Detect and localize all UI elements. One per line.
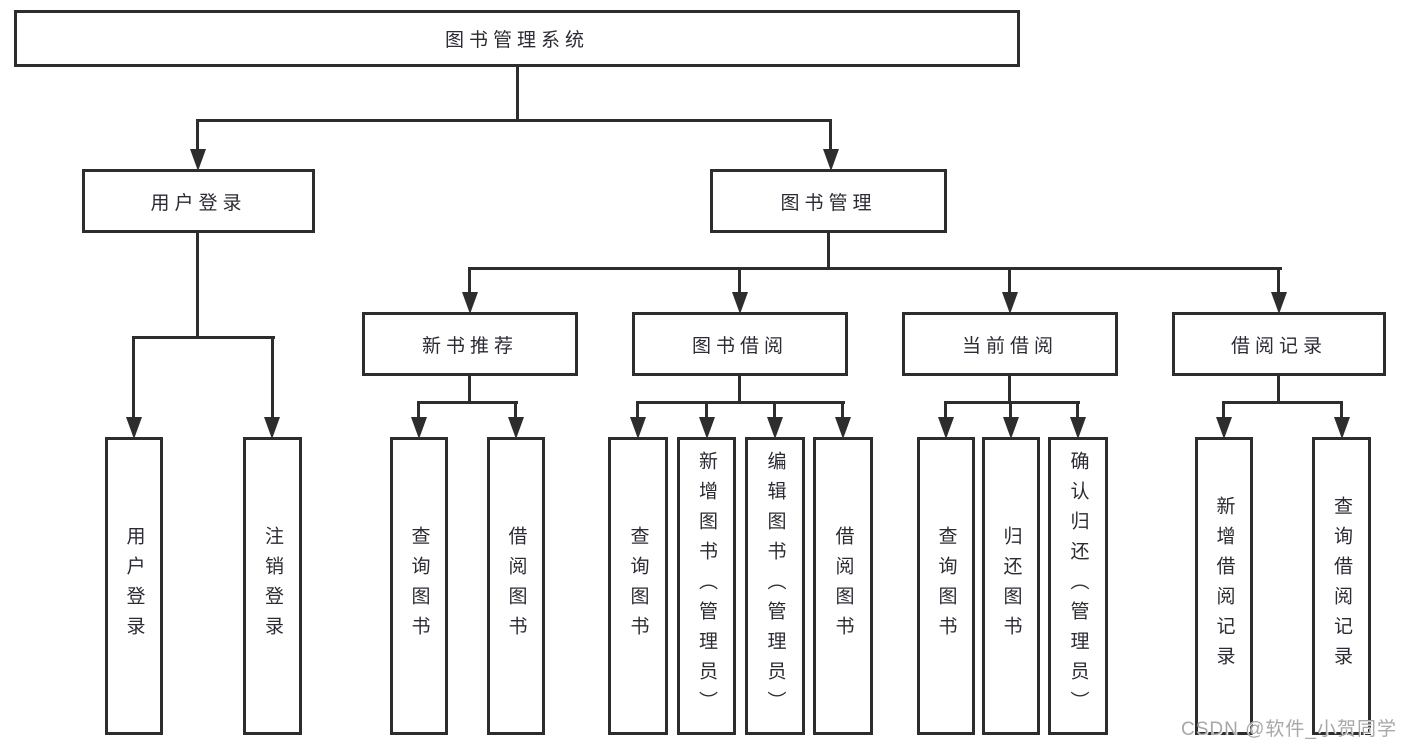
leaf-borrow-books: 借阅图书 <box>487 437 545 735</box>
connector-user-drop-left <box>132 336 135 420</box>
connector-g1-drop-2 <box>705 401 708 420</box>
connector-root-bar <box>196 119 832 122</box>
connector-g0-stem <box>468 376 471 404</box>
node-user-login: 用户登录 <box>82 169 315 233</box>
node-borrow-records: 借阅记录 <box>1172 312 1386 376</box>
leaf-add-borrow-record: 新增借阅记录 <box>1195 437 1253 735</box>
connector-root-drop-right <box>829 119 832 152</box>
connector-book-bar <box>468 267 1282 270</box>
node-book-management: 图书管理 <box>710 169 947 233</box>
leaf-label: 查询图书 <box>935 526 957 646</box>
leaf-user-login: 用户登录 <box>105 437 163 735</box>
leaf-query-books: 查询图书 <box>608 437 668 735</box>
leaf-label: 新增图书（管理员） <box>696 451 717 721</box>
connector-g0-bar <box>417 401 518 404</box>
leaf-query-books: 查询图书 <box>390 437 448 735</box>
connector-book-drop-1 <box>468 267 471 295</box>
arrow-down-icon <box>835 417 851 439</box>
leaf-borrow-books: 借阅图书 <box>813 437 873 735</box>
connector-g1-stem <box>738 376 741 404</box>
arrow-down-icon <box>411 417 427 439</box>
leaf-logout: 注销登录 <box>243 437 302 735</box>
leaf-confirm-return-admin: 确认归还（管理员） <box>1048 437 1108 735</box>
connector-g1-drop-3 <box>773 401 776 420</box>
leaf-label: 新增借阅记录 <box>1213 496 1235 676</box>
node-current-borrowing: 当前借阅 <box>902 312 1118 376</box>
node-new-book-recommend: 新书推荐 <box>362 312 578 376</box>
leaf-label: 确认归还（管理员） <box>1067 451 1089 721</box>
arrow-down-icon <box>508 417 524 439</box>
connector-g3-stem <box>1277 376 1280 404</box>
arrow-down-icon <box>732 292 748 314</box>
node-library-management-system: 图书管理系统 <box>14 10 1020 67</box>
connector-book-stem <box>827 233 830 270</box>
leaf-return-book: 归还图书 <box>982 437 1040 735</box>
connector-g2-drop-2 <box>1009 401 1012 420</box>
connector-user-drop-right <box>271 336 274 420</box>
connector-g1-drop-1 <box>636 401 639 420</box>
connector-g1-drop-4 <box>841 401 844 420</box>
arrow-down-icon <box>1334 417 1350 439</box>
leaf-label: 借阅图书 <box>505 526 527 646</box>
leaf-label: 归还图书 <box>1000 526 1022 646</box>
connector-g0-drop-2 <box>514 401 517 420</box>
arrow-down-icon <box>1003 417 1019 439</box>
arrow-down-icon <box>1216 417 1232 439</box>
leaf-label: 查询图书 <box>408 526 430 646</box>
arrow-down-icon <box>1070 417 1086 439</box>
connector-g2-bar <box>944 401 1080 404</box>
arrow-down-icon <box>1271 292 1287 314</box>
arrow-down-icon <box>767 417 783 439</box>
connector-g0-drop-1 <box>417 401 420 420</box>
node-book-borrowing: 图书借阅 <box>632 312 848 376</box>
leaf-label: 查询借阅记录 <box>1331 496 1352 676</box>
connector-g2-stem <box>1008 376 1011 404</box>
watermark: CSDN @软件_小贺同学 <box>1181 719 1397 740</box>
leaf-label: 用户登录 <box>123 526 145 646</box>
arrow-down-icon <box>126 417 142 439</box>
connector-g2-drop-1 <box>944 401 947 420</box>
connector-g3-drop-1 <box>1222 401 1225 420</box>
arrow-down-icon <box>264 417 280 439</box>
connector-g3-bar <box>1222 401 1343 404</box>
leaf-label: 注销登录 <box>262 526 283 646</box>
leaf-add-book-admin: 新增图书（管理员） <box>677 437 736 735</box>
leaf-query-books: 查询图书 <box>917 437 975 735</box>
leaf-label: 编辑图书（管理员） <box>764 451 786 721</box>
connector-book-drop-2 <box>738 267 741 295</box>
connector-user-bar <box>132 336 275 339</box>
connector-book-drop-4 <box>1277 267 1280 295</box>
connector-root-drop-left <box>196 119 199 152</box>
connector-g2-drop-3 <box>1076 401 1079 420</box>
connector-root-stem <box>516 67 519 122</box>
arrow-down-icon <box>823 149 839 171</box>
connector-g3-drop-2 <box>1340 401 1343 420</box>
leaf-query-borrow-record: 查询借阅记录 <box>1312 437 1371 735</box>
connector-g1-bar <box>636 401 845 404</box>
arrow-down-icon <box>190 149 206 171</box>
leaf-edit-book-admin: 编辑图书（管理员） <box>745 437 805 735</box>
leaf-label: 查询图书 <box>627 526 649 646</box>
arrow-down-icon <box>630 417 646 439</box>
connector-user-stem <box>196 233 199 339</box>
arrow-down-icon <box>1002 292 1018 314</box>
arrow-down-icon <box>462 292 478 314</box>
arrow-down-icon <box>938 417 954 439</box>
leaf-label: 借阅图书 <box>832 526 854 646</box>
connector-book-drop-3 <box>1008 267 1011 295</box>
arrow-down-icon <box>699 417 715 439</box>
